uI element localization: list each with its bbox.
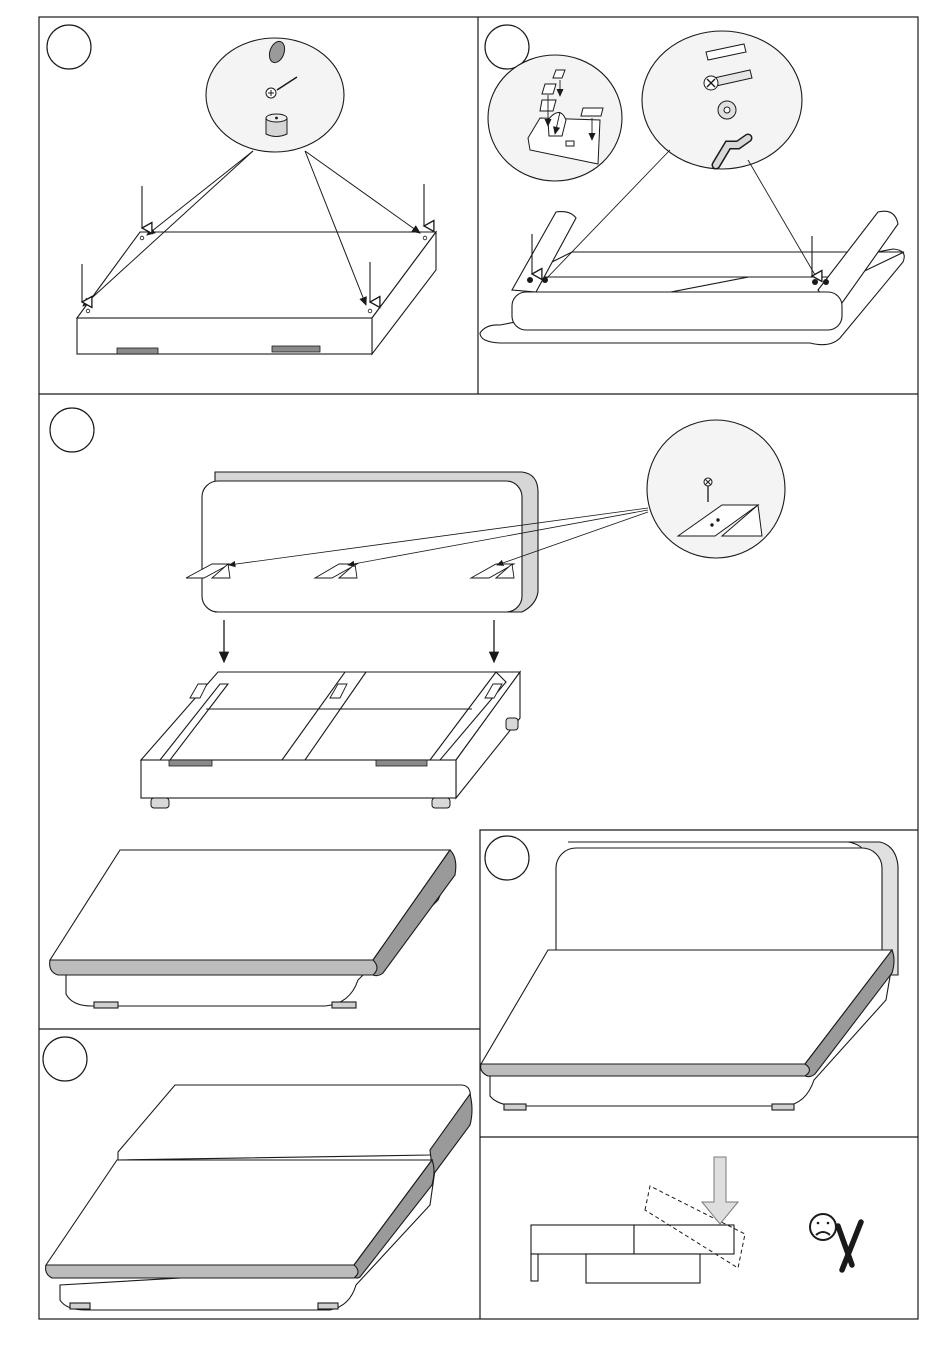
step-circle-4 (485, 836, 529, 880)
cross-mark-icon (838, 1222, 861, 1270)
step-place-mattress-base (50, 850, 456, 1008)
step-attach-feet (77, 38, 436, 354)
detail-bubble-bracket (647, 420, 785, 558)
step-assembled-bed (481, 842, 898, 1110)
step-attach-headboard (141, 420, 785, 808)
down-arrow-icon (702, 1157, 738, 1224)
step-circle-5 (43, 1037, 87, 1081)
step-attach-sides (480, 31, 904, 345)
foot-icon (266, 114, 287, 137)
incorrect-placement-warning (531, 1157, 861, 1283)
step-place-top-cushions (46, 1085, 472, 1310)
step-circle-3 (50, 408, 94, 452)
washer-icon (718, 101, 736, 119)
sad-face-icon (810, 1214, 836, 1240)
step-circle-1 (47, 25, 91, 69)
